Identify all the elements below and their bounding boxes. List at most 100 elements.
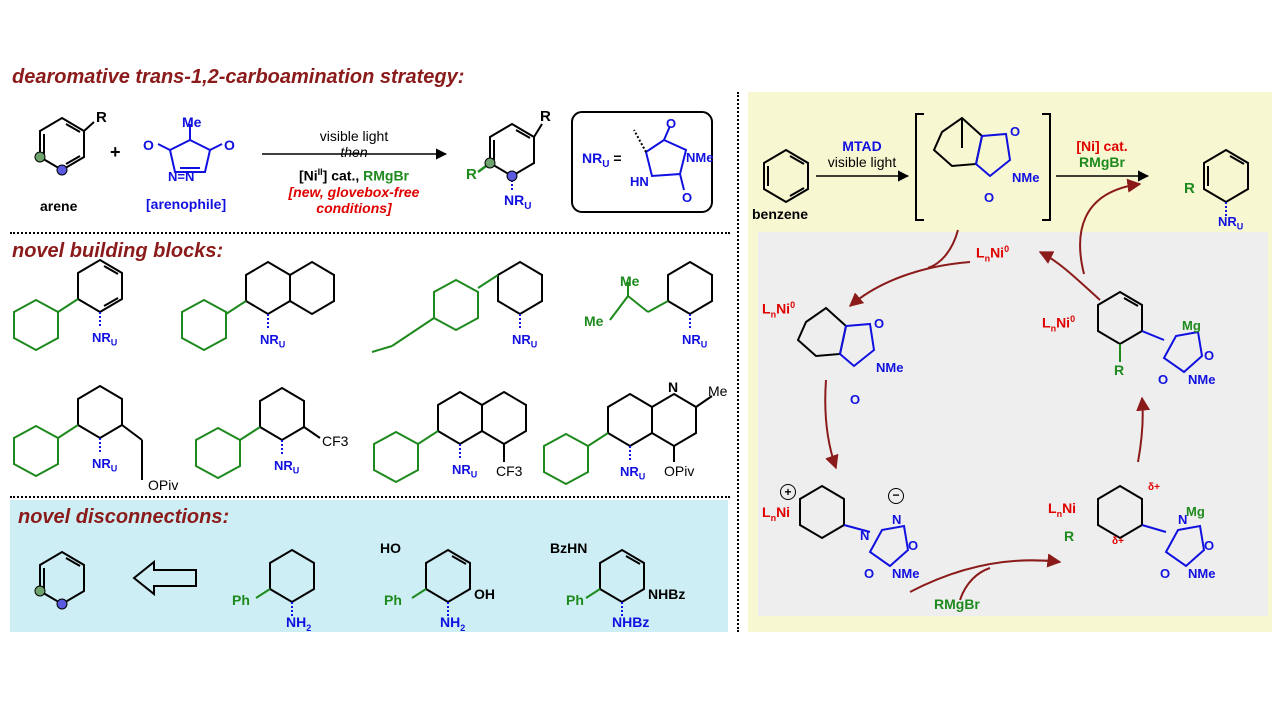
svg-text:O: O [874,316,884,331]
intermediate-mg [1097,290,1204,374]
nru-definition-box [571,111,713,213]
grignard-R-label: R [1064,528,1075,544]
ni-grignard-label: LnNi [1048,500,1077,519]
arrow-line3: [NiII] cat., RMgBr [262,164,446,184]
disc1-ph: Ph [232,592,250,608]
svg-text:O: O [850,392,860,407]
bracket-right [1042,113,1051,221]
divider-1 [10,232,730,234]
bb8-nru: NRU [620,464,646,482]
arenophile-label: [arenophile] [146,196,227,212]
disconnection-arene [39,550,85,606]
bb1 [13,258,123,352]
cycle-arrow-5 [1038,251,1101,301]
svg-text:O: O [666,116,676,131]
ni-cation-label: LnNi [762,504,791,523]
rmgbr-cycle-label: RMgBr [934,596,980,612]
mg-label-1: Mg [1186,504,1205,519]
svg-text:Me: Me [584,313,604,329]
disc2-oh: OH [474,586,495,602]
blue-dot-icon [56,164,68,176]
delta-plus-2: δ+ [1112,536,1124,547]
disconnection-3 [585,548,645,616]
ni0-complex-label: LnNi0 [762,300,796,320]
nru-sub: U [524,200,532,212]
cycle-arrow-product [1079,178,1142,275]
bb6-nru: NRU [274,458,300,476]
disc3-bzhn: BzHN [550,540,588,556]
svg-text:NMe: NMe [1012,170,1039,185]
svg-text:NMe: NMe [686,150,713,165]
arrow-line4: [new, glovebox-free [288,183,420,200]
delta-plus-1: δ+ [1148,482,1160,493]
arrow-conditions: visible light then [NiII] cat., RMgBr [n… [262,128,446,216]
svg-text:O: O [1204,538,1214,553]
bb7-nru: NRU [452,462,478,480]
cycle-arrow-entry [927,229,959,269]
anion-minus-icon: − [888,488,904,504]
building-blocks-heading: novel building blocks: [12,240,224,262]
strategy-heading: dearomative trans-1,2-carboamination str… [12,66,465,88]
mg-label-2: Mg [1182,318,1201,333]
bb7 [373,390,527,484]
bb2 [181,260,335,352]
nru-def-label: NRU = [582,150,622,170]
arrow-line2: then [340,144,368,160]
ni-cat-label: [Ni] cat. [1076,138,1128,154]
svg-text:Me: Me [708,383,728,399]
cycle-arrow-3 [909,553,1062,593]
cycle-arrow-1 [848,261,971,307]
arrow-line1: visible light [319,128,389,144]
arene-label: arene [40,198,78,214]
ni-cat-sup: II [317,167,323,177]
cycle-arrow-2 [824,379,839,470]
nru-equals: = [613,150,622,166]
svg-text:NMe: NMe [876,360,903,375]
svg-text:CF3: CF3 [322,433,349,449]
ni-conditions: [Ni] cat. RMgBr [1056,138,1148,170]
svg-text:NMe: NMe [1188,372,1215,387]
svg-text:N: N [1178,512,1187,527]
svg-text:O: O [908,538,918,553]
disc3-nhbz-right: NHBz [648,586,686,602]
intermediate-grignard [1097,484,1206,568]
plus-sign: + [110,142,121,162]
nru-def-text: NR [582,150,603,166]
arene-structure [39,116,95,172]
disconnections-heading: novel disconnections: [18,506,230,528]
svg-text:N=N: N=N [168,169,194,184]
svg-text:OPiv: OPiv [664,463,694,479]
svg-text:NMe: NMe [892,566,919,581]
svg-text:HN: HN [630,174,649,189]
disc3-ph: Ph [566,592,584,608]
disc3-nhbz-bottom: NHBz [612,614,650,630]
cycloadduct [932,116,1012,178]
catalytic-cycle-panel [758,232,1268,616]
mtad-structure [157,124,223,173]
mech-product-nru: NRU [1218,214,1244,232]
disc2-ph: Ph [384,592,402,608]
bb6 [195,386,321,480]
bb3 [371,260,543,353]
disconnection-2 [411,548,471,616]
svg-text:NMe: NMe [1188,566,1215,581]
svg-text:O: O [1010,124,1020,139]
svg-text:Me: Me [182,114,202,130]
bb3-nru: NRU [512,332,538,350]
ni-cat-b: ] cat., [322,167,360,184]
disc1-nh2: NH2 [286,614,312,633]
mtad-conditions: MTAD visible light [816,138,908,170]
cycle-arrow-grignard [959,567,991,601]
bb5-nru: NRU [92,456,118,474]
divider-2 [10,496,730,498]
bb4-nru: NRU [682,332,708,350]
visible-light-label: visible light [827,154,897,170]
product-nru: NRU [504,192,531,212]
svg-text:O: O [682,190,692,205]
cycle-arrow-4 [1136,396,1151,463]
green-dot-icon [34,151,46,163]
product-structure [489,122,543,178]
svg-text:Me: Me [620,273,640,289]
disc2-ho: HO [380,540,401,556]
